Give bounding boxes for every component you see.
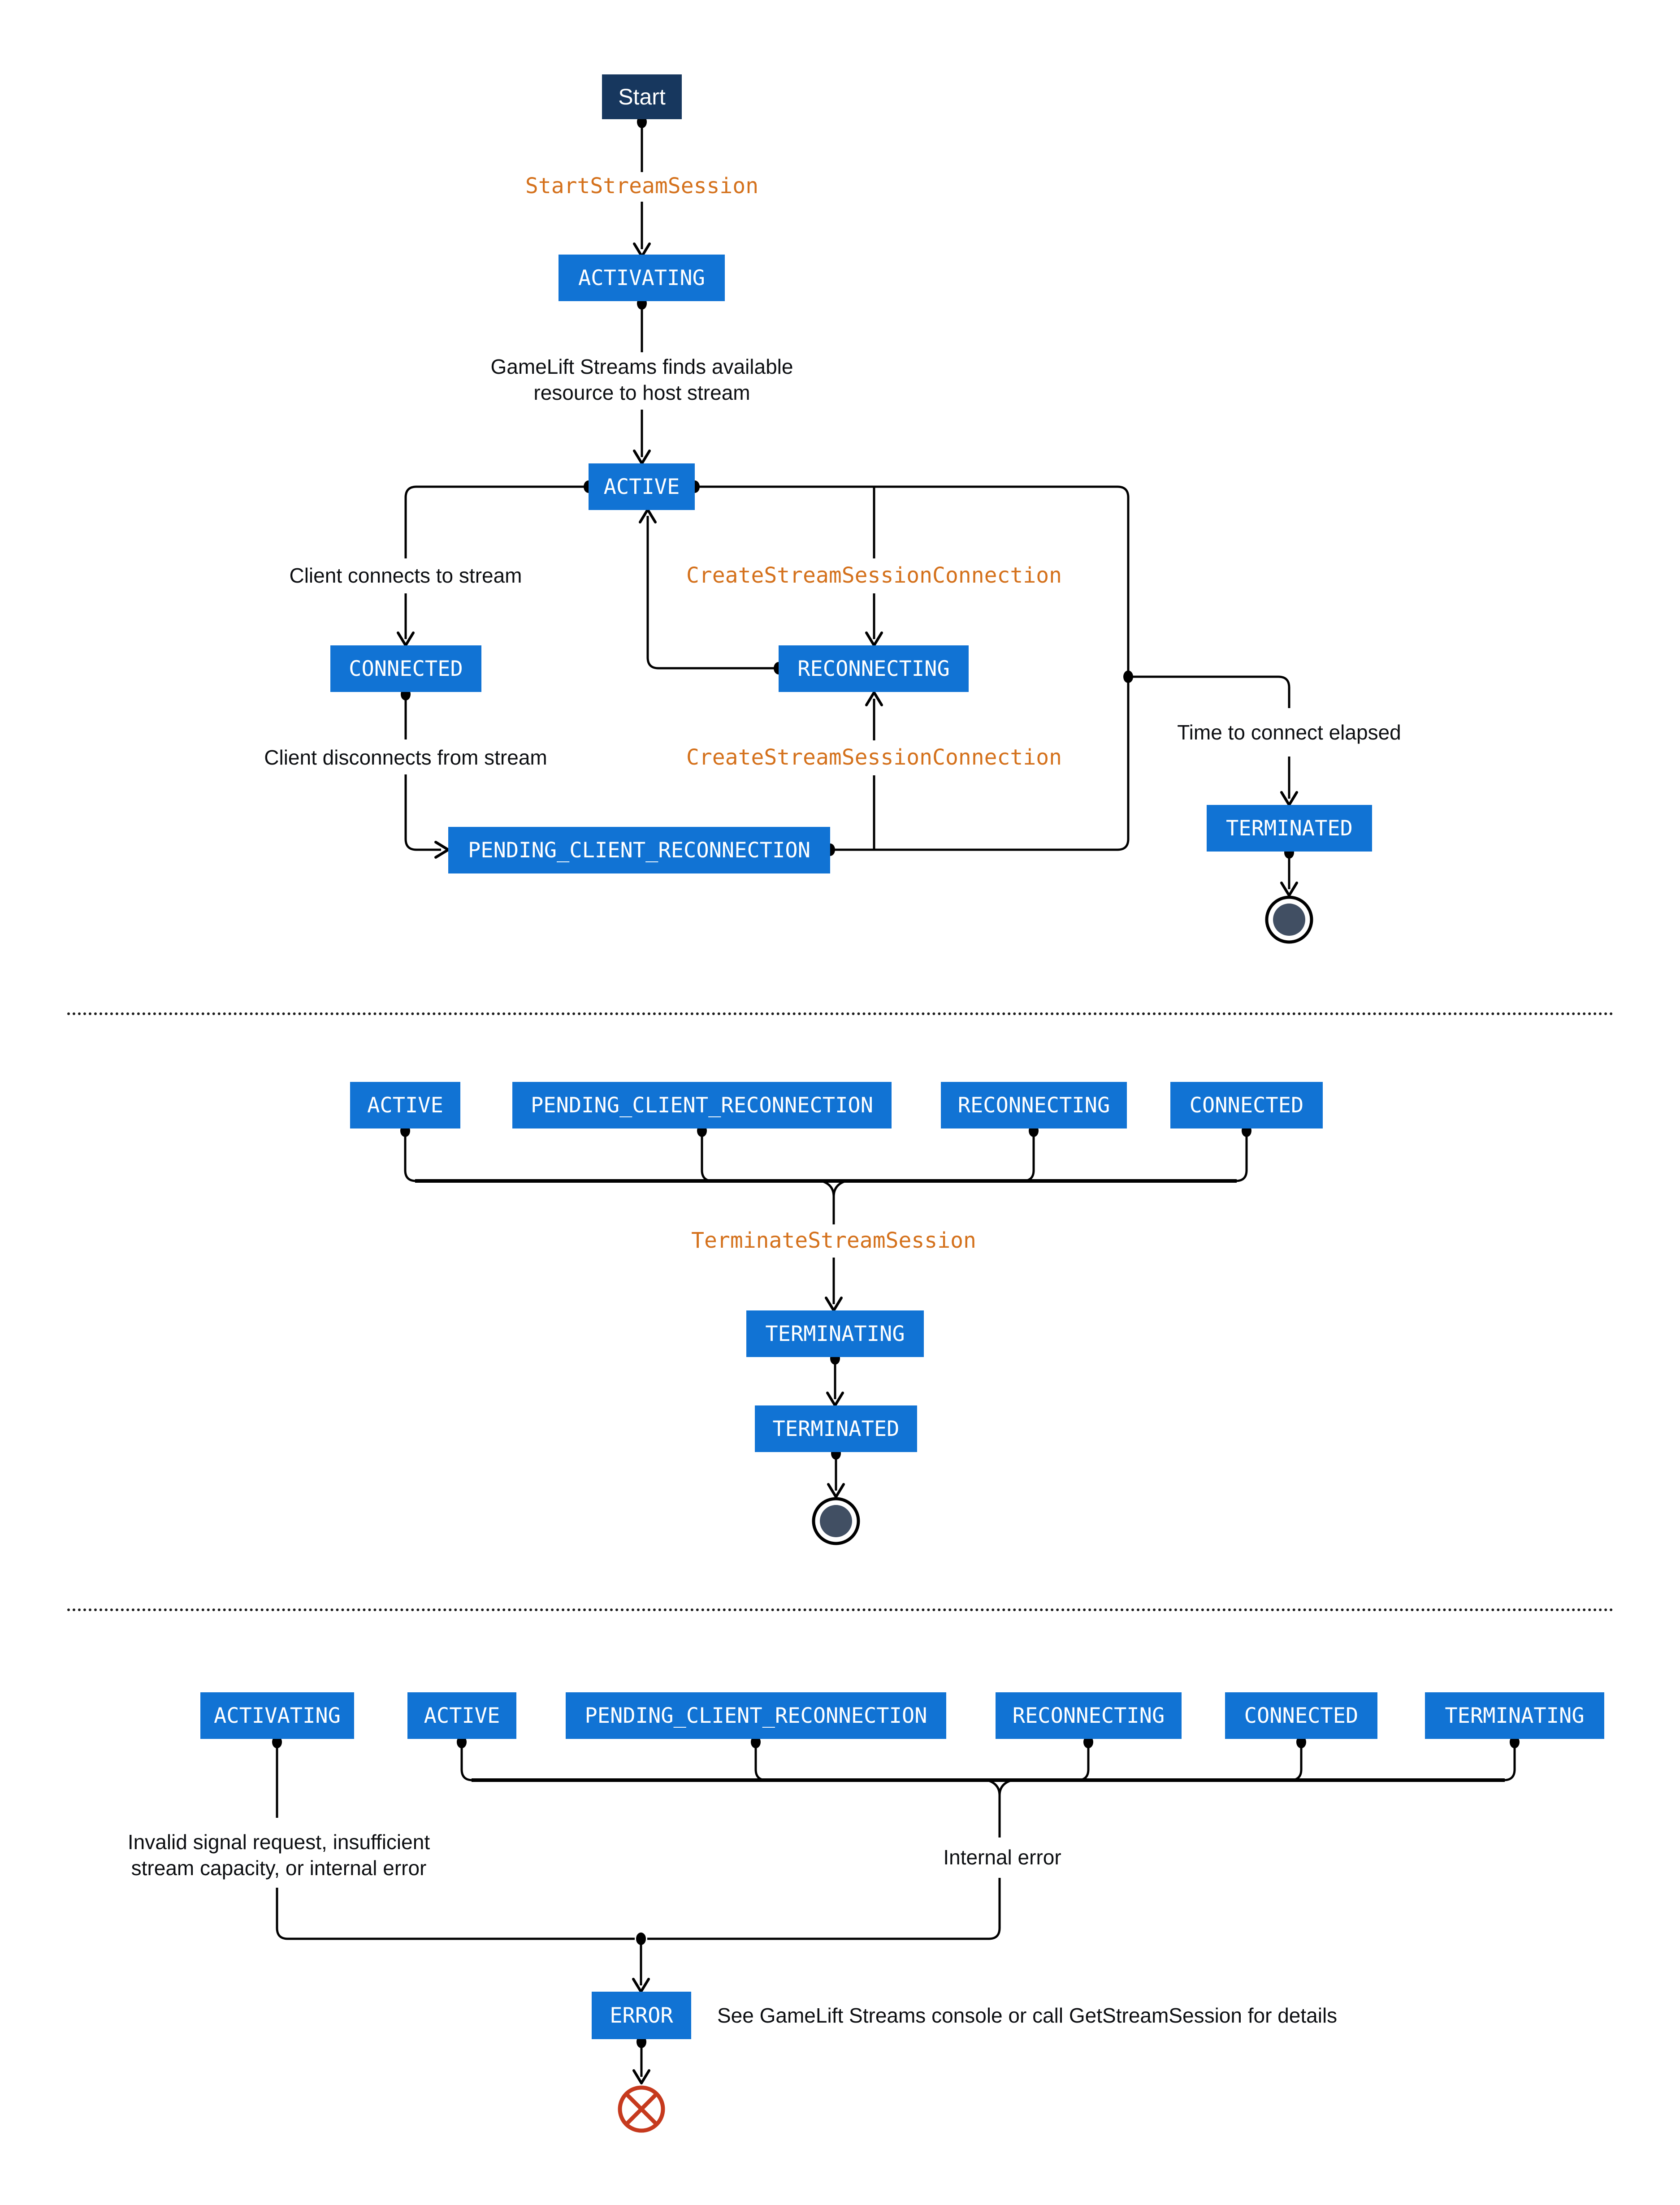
label-invalid-request-line2: stream capacity, or internal error xyxy=(131,1856,427,1880)
arrowhead xyxy=(865,691,883,706)
edge-s2-funnel xyxy=(821,1180,847,1224)
edge-s3-funnel xyxy=(987,1779,1013,1838)
edge-s3-reconnecting-merge xyxy=(1077,1738,1090,1781)
state-active-3: ACTIVE xyxy=(407,1692,516,1739)
arrowhead xyxy=(1280,882,1298,897)
edge-connected-pending xyxy=(404,692,441,851)
edge-s2-active-merge xyxy=(404,1128,416,1182)
label-create-connection-bottom: CreateStreamSessionConnection xyxy=(686,745,1062,770)
state-connected-3: CONNECTED xyxy=(1225,1692,1377,1739)
label-finds-resource-line2: resource to host stream xyxy=(533,381,750,404)
state-activating-3: ACTIVATING xyxy=(200,1692,354,1739)
edge-reconnecting-active xyxy=(646,516,779,670)
state-active-2: ACTIVE xyxy=(350,1082,460,1128)
final-state-icon xyxy=(812,895,1313,1545)
state-error: ERROR xyxy=(592,1992,691,2039)
edge-s3-internal-merge xyxy=(647,1878,1001,1940)
error-terminator-icon xyxy=(618,2085,665,2133)
state-connected-2: CONNECTED xyxy=(1170,1082,1323,1128)
arrowhead xyxy=(632,2069,650,2084)
edge-rail-terminated xyxy=(1128,675,1290,799)
state-reconnecting-2: RECONNECTING xyxy=(941,1082,1127,1128)
edge-s3-active-merge xyxy=(460,1738,473,1781)
section-divider xyxy=(67,1608,1614,1611)
label-client-disconnects: Client disconnects from stream xyxy=(264,746,547,769)
state-terminating-3: TERMINATING xyxy=(1425,1692,1604,1739)
state-connected: CONNECTED xyxy=(330,645,481,692)
label-start-stream-session: StartStreamSession xyxy=(525,173,759,199)
state-reconnecting: RECONNECTING xyxy=(779,645,969,692)
label-internal-error: Internal error xyxy=(943,1846,1061,1869)
label-finds-resource-line1: GameLift Streams finds available xyxy=(490,355,793,378)
edge-s3-terminating-merge xyxy=(1503,1738,1516,1781)
label-client-connects: Client connects to stream xyxy=(289,564,522,587)
edge-right-rail xyxy=(695,485,1130,851)
label-terminate-stream-session: TerminateStreamSession xyxy=(691,1228,976,1253)
label-create-connection-top: CreateStreamSessionConnection xyxy=(686,563,1062,588)
state-reconnecting-3: RECONNECTING xyxy=(996,1692,1182,1739)
section-divider xyxy=(67,1012,1614,1015)
state-active: ACTIVE xyxy=(589,463,695,510)
edge-active-connected xyxy=(404,485,589,639)
edge-s3-activating-merge xyxy=(276,1888,635,1940)
label-invalid-request-line1: Invalid signal request, insufficient xyxy=(127,1830,430,1854)
state-terminated-2: TERMINATED xyxy=(755,1405,917,1452)
label-see-console-details: See GameLift Streams console or call Get… xyxy=(717,2004,1338,2027)
label-time-to-connect: Time to connect elapsed xyxy=(1177,721,1401,744)
state-pending-client-reconnection-3: PENDING_CLIENT_RECONNECTION xyxy=(566,1692,946,1739)
edge-s3-pending-merge xyxy=(754,1738,767,1781)
state-start: Start xyxy=(602,74,682,119)
edge-s2-connected-merge xyxy=(1235,1128,1248,1182)
edge-s3-connected-merge xyxy=(1290,1738,1303,1781)
state-pending-client-reconnection-2: PENDING_CLIENT_RECONNECTION xyxy=(512,1082,892,1128)
state-pending-client-reconnection: PENDING_CLIENT_RECONNECTION xyxy=(448,827,830,873)
state-activating: ACTIVATING xyxy=(559,255,725,301)
state-terminating-2: TERMINATING xyxy=(746,1310,924,1357)
arrowhead xyxy=(827,1483,845,1498)
state-terminated: TERMINATED xyxy=(1207,805,1372,852)
